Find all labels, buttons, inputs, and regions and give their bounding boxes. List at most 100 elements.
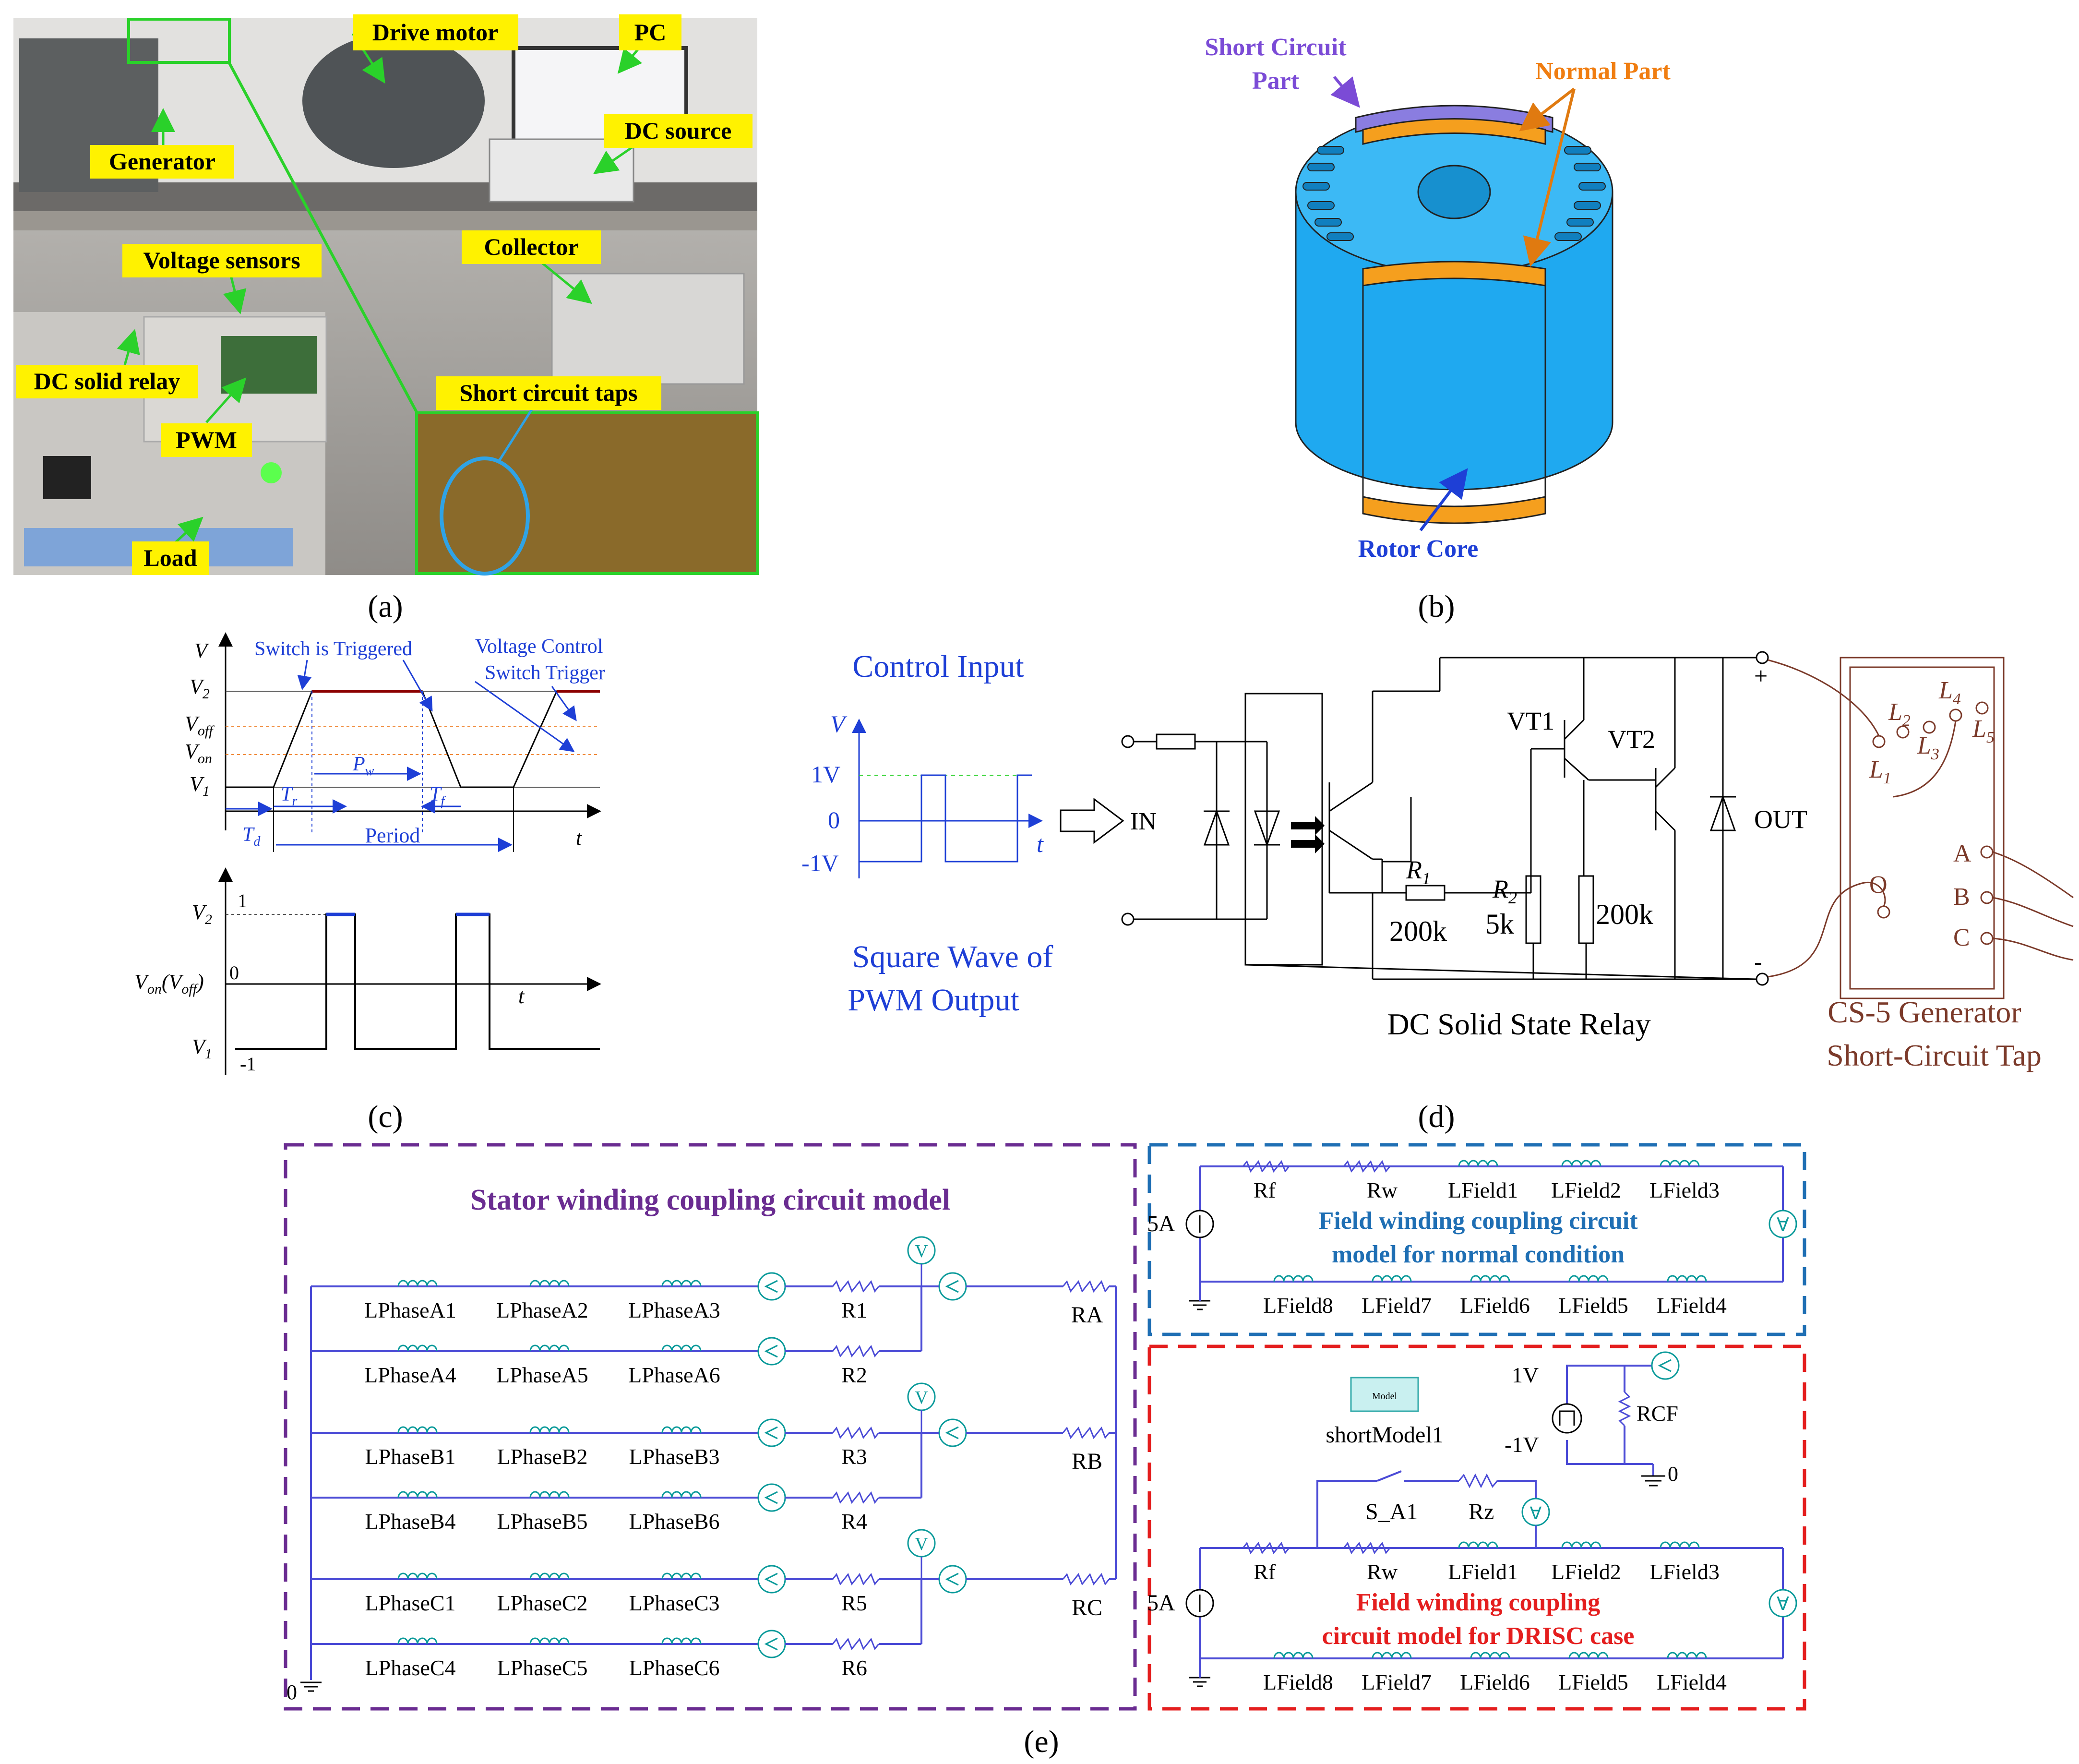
label-load: Load xyxy=(132,541,209,575)
d-r1-val: 200k xyxy=(1389,915,1447,947)
field-top-inductor-label: LField3 xyxy=(1649,1178,1720,1202)
photo-meter xyxy=(43,456,91,499)
label-short-circuit-part-1: Short Circuit xyxy=(1205,34,1347,61)
field-top-inductor-label: LField2 xyxy=(1551,1178,1621,1202)
stator-phase-ammeter-glyph xyxy=(945,1572,959,1586)
stator-inductor-label: LPhaseA4 xyxy=(364,1363,456,1387)
label-dc-source: DC source xyxy=(604,114,753,148)
pointer-dc-solid-relay xyxy=(117,329,140,365)
svg-text:L4: L4 xyxy=(1938,677,1961,708)
d-square-wave-1: Square Wave of xyxy=(852,939,1053,974)
stator-inductor-label: LPhaseB3 xyxy=(629,1444,719,1469)
stator-resistor-label: R1 xyxy=(841,1298,867,1322)
c-voltage-control-1: Voltage Control xyxy=(475,636,603,658)
photo-collector xyxy=(551,273,745,385)
label-collector: Collector xyxy=(462,230,601,264)
stator-inductor-label: LPhaseC4 xyxy=(365,1656,455,1680)
svg-text:PWM: PWM xyxy=(176,426,237,453)
svg-text:O: O xyxy=(1869,871,1888,899)
field-bottom-inductor xyxy=(1470,1652,1510,1659)
stator-inductor-label: LPhaseC1 xyxy=(365,1591,455,1615)
e-field-drisc-title-2: circuit model for DRISC case xyxy=(1322,1622,1635,1650)
arrow-normal-part-front xyxy=(1523,88,1576,267)
e-short-model-icon xyxy=(1350,1377,1419,1412)
field-bottom-inductor-label: LField6 xyxy=(1460,1670,1530,1694)
c-voltage-control-2: Switch Trigger xyxy=(485,662,605,684)
field-source-label: 5A xyxy=(1147,1211,1175,1236)
e-rcf-resistor xyxy=(1618,1391,1631,1427)
c-top-von: Von xyxy=(185,740,212,767)
stator-phase-ammeter-glyph xyxy=(945,1426,959,1440)
d-tap-phase-labels: A B C O xyxy=(1869,840,1971,951)
arrow-short-circuit-part xyxy=(1330,76,1360,108)
stator-inductor xyxy=(397,1491,438,1498)
c-tr: Tr xyxy=(281,783,297,809)
e-rz-resistor xyxy=(1458,1473,1498,1488)
c-switch-arrow-1 xyxy=(297,660,312,690)
field-rf xyxy=(1242,1542,1290,1554)
label-generator: Generator xyxy=(90,145,234,179)
field-bottom-inductor xyxy=(1667,1652,1707,1659)
svg-text:DC solid relay: DC solid relay xyxy=(34,368,180,395)
rotor-slots xyxy=(1302,146,1606,241)
svg-text:L3: L3 xyxy=(1917,732,1939,763)
field-bottom-inductor xyxy=(1273,1275,1314,1282)
field-top-inductor-label: LField3 xyxy=(1649,1560,1720,1584)
d-tap-labels: L2 L4 L3 L5 L1 xyxy=(1869,677,1995,787)
field-rw-label: Rw xyxy=(1367,1560,1398,1584)
stator-inductor xyxy=(661,1491,702,1498)
e-stator-load-rc: RC xyxy=(1072,1595,1102,1620)
stator-phase-ammeter xyxy=(938,1272,967,1301)
d-r1: R1 xyxy=(1406,855,1431,888)
stator-ammeter xyxy=(757,1272,786,1301)
stator-inductor xyxy=(529,1344,570,1352)
field-ammeter xyxy=(1768,1210,1797,1238)
e-drisc-zero: 0 xyxy=(1668,1462,1678,1486)
stator-inductor-label: LPhaseA3 xyxy=(628,1298,720,1322)
stator-voltmeter-glyph: V xyxy=(915,1241,928,1261)
svg-text:Load: Load xyxy=(143,544,197,571)
svg-text:A: A xyxy=(1953,840,1971,867)
svg-text:L1: L1 xyxy=(1869,756,1891,787)
d-led-arrows xyxy=(1291,816,1325,853)
e-switch-wire-right xyxy=(1497,1480,1537,1500)
field-bottom-inductor xyxy=(1273,1652,1314,1659)
stator-inductor-label: LPhaseC6 xyxy=(629,1656,719,1680)
photo-dc-source xyxy=(489,138,634,203)
stator-inductor-label: LPhaseC5 xyxy=(497,1656,587,1680)
d-minus-one-v: -1V xyxy=(801,850,839,876)
caption-d: (d) xyxy=(1418,1099,1455,1134)
stator-inductor-label: LPhaseA5 xyxy=(496,1363,588,1387)
c-bot-square-wave xyxy=(235,913,600,1050)
stator-inductor xyxy=(397,1572,438,1580)
field-top-inductor xyxy=(1561,1541,1601,1548)
stator-inductor-label: LPhaseA1 xyxy=(364,1298,456,1322)
stator-ammeter-glyph xyxy=(764,1491,778,1504)
c-period: Period xyxy=(365,824,420,847)
stator-inductor xyxy=(397,1637,438,1644)
c-top-v2: V2 xyxy=(190,675,210,702)
c-top-t: t xyxy=(576,826,583,850)
d-in: IN xyxy=(1130,808,1157,835)
stator-resistor-label: R4 xyxy=(841,1509,867,1534)
e-field-normal-title-2: model for normal condition xyxy=(1332,1241,1625,1268)
field-bottom-inductor-label: LField6 xyxy=(1460,1293,1530,1318)
stator-load-resistor xyxy=(1062,1427,1110,1439)
photo-drive-motor xyxy=(302,34,485,168)
c-switch-triggered: Switch is Triggered xyxy=(254,638,412,660)
stator-load-resistor xyxy=(1062,1280,1110,1293)
stator-inductor xyxy=(661,1344,702,1352)
e-drisc-source-wire-bottom xyxy=(1566,1440,1653,1465)
stator-inductor xyxy=(529,1491,570,1498)
e-stator-load-rb: RB xyxy=(1072,1449,1102,1474)
stator-inductor-label: LPhaseB2 xyxy=(497,1444,587,1469)
photo-green-led xyxy=(261,462,282,483)
field-rf-label: Rf xyxy=(1254,1178,1276,1202)
e-drisc-voltmeter-icon xyxy=(1651,1351,1680,1380)
pointer-short-circuit-taps xyxy=(498,407,534,462)
svg-text:Collector: Collector xyxy=(484,233,578,260)
generator-green-box xyxy=(127,18,231,64)
photo-shelf xyxy=(13,211,757,230)
